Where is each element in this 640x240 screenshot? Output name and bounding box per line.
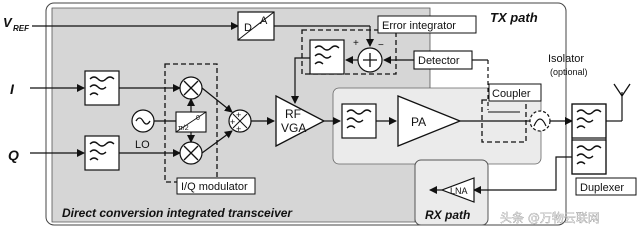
svg-text:−: − xyxy=(378,40,384,51)
vref-subscript: REF xyxy=(13,24,30,33)
q-input-label: Q xyxy=(8,147,19,163)
svg-text:π/2: π/2 xyxy=(178,125,189,132)
i-input-label: I xyxy=(10,81,15,97)
svg-text:Error integrator: Error integrator xyxy=(382,20,456,32)
error-integrator-box xyxy=(301,29,397,75)
svg-text:0: 0 xyxy=(196,115,200,122)
i-mixer xyxy=(179,76,203,100)
tx-path-frame xyxy=(45,2,567,226)
q-mixer xyxy=(179,141,203,165)
dac-block: D A xyxy=(237,11,275,41)
svg-text:+: + xyxy=(236,110,241,120)
svg-text:A: A xyxy=(260,15,268,27)
tx-path-label: TX path xyxy=(490,10,538,25)
antenna-icon xyxy=(606,83,631,122)
svg-text:RF: RF xyxy=(285,107,301,121)
isolator-symbol xyxy=(529,110,551,132)
svg-text:D: D xyxy=(244,22,252,34)
svg-text:Duplexer: Duplexer xyxy=(580,182,624,194)
error-integrator-label-box: Error integrator xyxy=(377,15,477,34)
svg-text:Isolator: Isolator xyxy=(548,53,584,65)
iq-modulator-label-box: I/Q modulator xyxy=(176,177,256,195)
svg-text:(optional): (optional) xyxy=(550,67,588,77)
rx-path-label: RX path xyxy=(425,208,470,222)
block-diagram: TX path RX path Direct conversion integr… xyxy=(3,2,637,226)
svg-text:Detector: Detector xyxy=(418,55,460,67)
iq-summer: + + + xyxy=(228,109,252,134)
detector-block: Detector xyxy=(413,50,473,70)
svg-text:+: + xyxy=(353,38,359,49)
svg-text:+: + xyxy=(230,117,235,127)
vref-label: V xyxy=(3,15,13,30)
transceiver-label: Direct conversion integrated transceiver xyxy=(62,206,293,220)
lo-oscillator: LO xyxy=(131,109,155,151)
rf-vga: RF VGA xyxy=(275,94,326,148)
svg-text:PA: PA xyxy=(411,115,426,129)
phase-shifter: π/2 0 xyxy=(175,111,207,133)
isolator-label: Isolator (optional) xyxy=(548,53,588,77)
svg-text:LO: LO xyxy=(135,139,150,151)
duplexer xyxy=(571,103,607,175)
error-summer: + − xyxy=(353,38,384,73)
q-filter xyxy=(84,135,120,171)
watermark: 头条 @万物云联网 xyxy=(500,211,600,225)
coupler-label-box: Coupler xyxy=(488,83,542,102)
pa-filter xyxy=(341,103,377,139)
power-amplifier: PA xyxy=(397,95,462,147)
svg-text:I/Q modulator: I/Q modulator xyxy=(181,181,248,193)
svg-text:+: + xyxy=(236,124,241,134)
duplexer-label-box: Duplexer xyxy=(575,177,637,196)
svg-text:LNA: LNA xyxy=(450,186,468,196)
lna: LNA xyxy=(440,177,475,203)
loop-filter xyxy=(309,39,345,75)
svg-text:Coupler: Coupler xyxy=(492,88,531,100)
svg-text:VGA: VGA xyxy=(281,121,306,135)
i-filter xyxy=(84,70,120,106)
